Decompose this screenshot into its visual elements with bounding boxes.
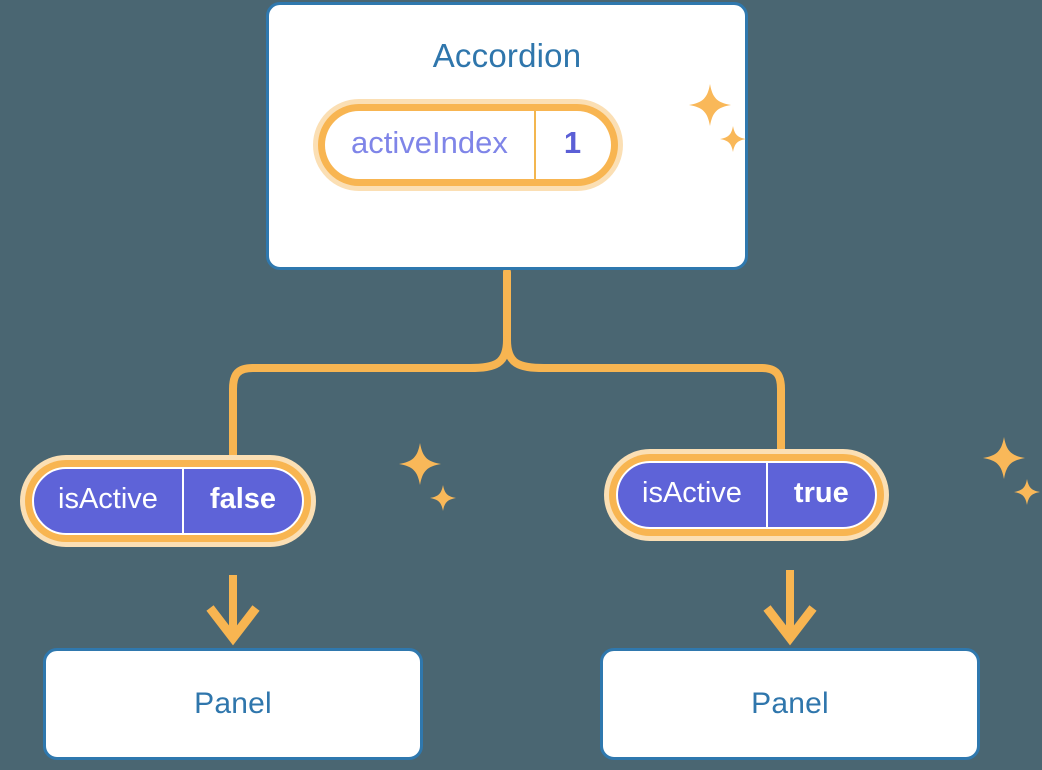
- panel-card-left[interactable]: Panel: [43, 648, 423, 760]
- pill-halo: activeIndex 1: [313, 99, 624, 191]
- connector-junction-right: [503, 336, 765, 372]
- badge-key-isactive-right: isActive: [642, 477, 742, 509]
- pill-body: activeIndex 1: [325, 111, 612, 179]
- sparkle-small-icon: [1014, 479, 1040, 505]
- badge-key-isactive-left: isActive: [58, 483, 158, 515]
- sparkle-decoration-left: [399, 443, 456, 511]
- arrow-right-panel: [763, 570, 817, 646]
- sparkle-decoration-right: [983, 437, 1040, 505]
- pill-ring: isActive true: [609, 454, 884, 536]
- panel-title-right: Panel: [751, 687, 829, 720]
- state-badge-activeindex[interactable]: activeIndex 1: [313, 99, 624, 191]
- sparkle-large-icon: [399, 443, 441, 485]
- badge-value-isactive-left: false: [181, 469, 302, 533]
- connector-junction-left: [249, 336, 511, 372]
- pill-halo: isActive true: [604, 449, 889, 541]
- state-badge-isactive-true[interactable]: isActive true: [604, 449, 889, 541]
- pill-body: isActive false: [32, 467, 305, 535]
- connector-right-drop: [757, 364, 785, 459]
- panel-card-right[interactable]: Panel: [600, 648, 980, 760]
- sparkle-small-icon: [430, 485, 456, 511]
- connector-left-drop: [229, 364, 257, 466]
- pill-ring: isActive false: [25, 460, 312, 542]
- pill-body: isActive true: [616, 461, 877, 529]
- badge-value-activeindex: 1: [533, 111, 611, 179]
- badge-value-isactive-right: true: [765, 463, 875, 527]
- accordion-component-card[interactable]: Accordion: [266, 2, 748, 270]
- pill-ring: activeIndex 1: [318, 104, 619, 186]
- state-badge-isactive-false[interactable]: isActive false: [20, 455, 317, 547]
- pill-halo: isActive false: [20, 455, 317, 547]
- panel-title-left: Panel: [194, 687, 272, 720]
- sparkle-large-icon: [983, 437, 1025, 479]
- accordion-title: Accordion: [432, 37, 582, 74]
- badge-key-activeindex: activeIndex: [351, 125, 508, 160]
- arrow-left-panel: [206, 575, 260, 646]
